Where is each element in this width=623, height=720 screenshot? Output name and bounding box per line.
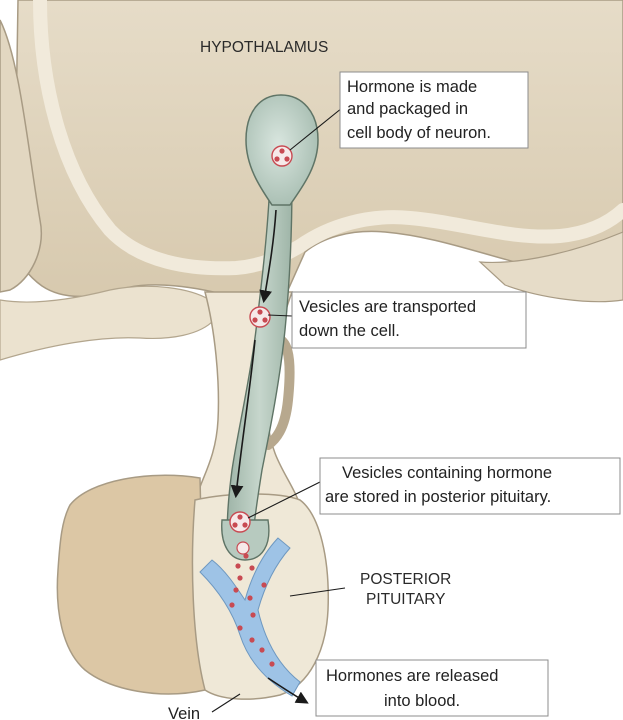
anterior-pituitary: [57, 475, 205, 694]
vesicle-terminal: [230, 512, 250, 532]
label-hypothalamus: HYPOTHALAMUS: [200, 39, 328, 56]
callout-hormone-made: Hormone is made and packaged in cell bod…: [340, 72, 528, 148]
callout-hormones-released: Hormones are released into blood.: [316, 660, 548, 716]
callout-transported-line1: Vesicles are transported: [299, 298, 476, 316]
brain-fold-lower-left: [0, 286, 214, 360]
vesicle-releasing: [237, 542, 249, 554]
label-posterior-line2: PITUITARY: [366, 591, 446, 608]
label-posterior-line1: POSTERIOR: [360, 571, 451, 588]
callout-made-line3: cell body of neuron.: [347, 124, 491, 142]
vesicle-axon: [250, 307, 270, 327]
callout-transported-line2: down the cell.: [299, 322, 400, 340]
callout-stored-line2: are stored in posterior pituitary.: [325, 488, 551, 506]
vesicle-cell-body: [272, 146, 292, 166]
callout-vesicles-stored: Vesicles containing hormone are stored i…: [320, 458, 620, 514]
callout-made-line1: Hormone is made: [347, 78, 477, 96]
label-vein: Vein: [168, 705, 200, 720]
callout-vesicles-transported: Vesicles are transported down the cell.: [292, 292, 526, 348]
callout-released-line1: Hormones are released: [326, 667, 498, 685]
callout-stored-line1: Vesicles containing hormone: [342, 464, 552, 482]
callout-made-line2: and packaged in: [347, 100, 468, 118]
callout-released-line2: into blood.: [384, 692, 460, 710]
